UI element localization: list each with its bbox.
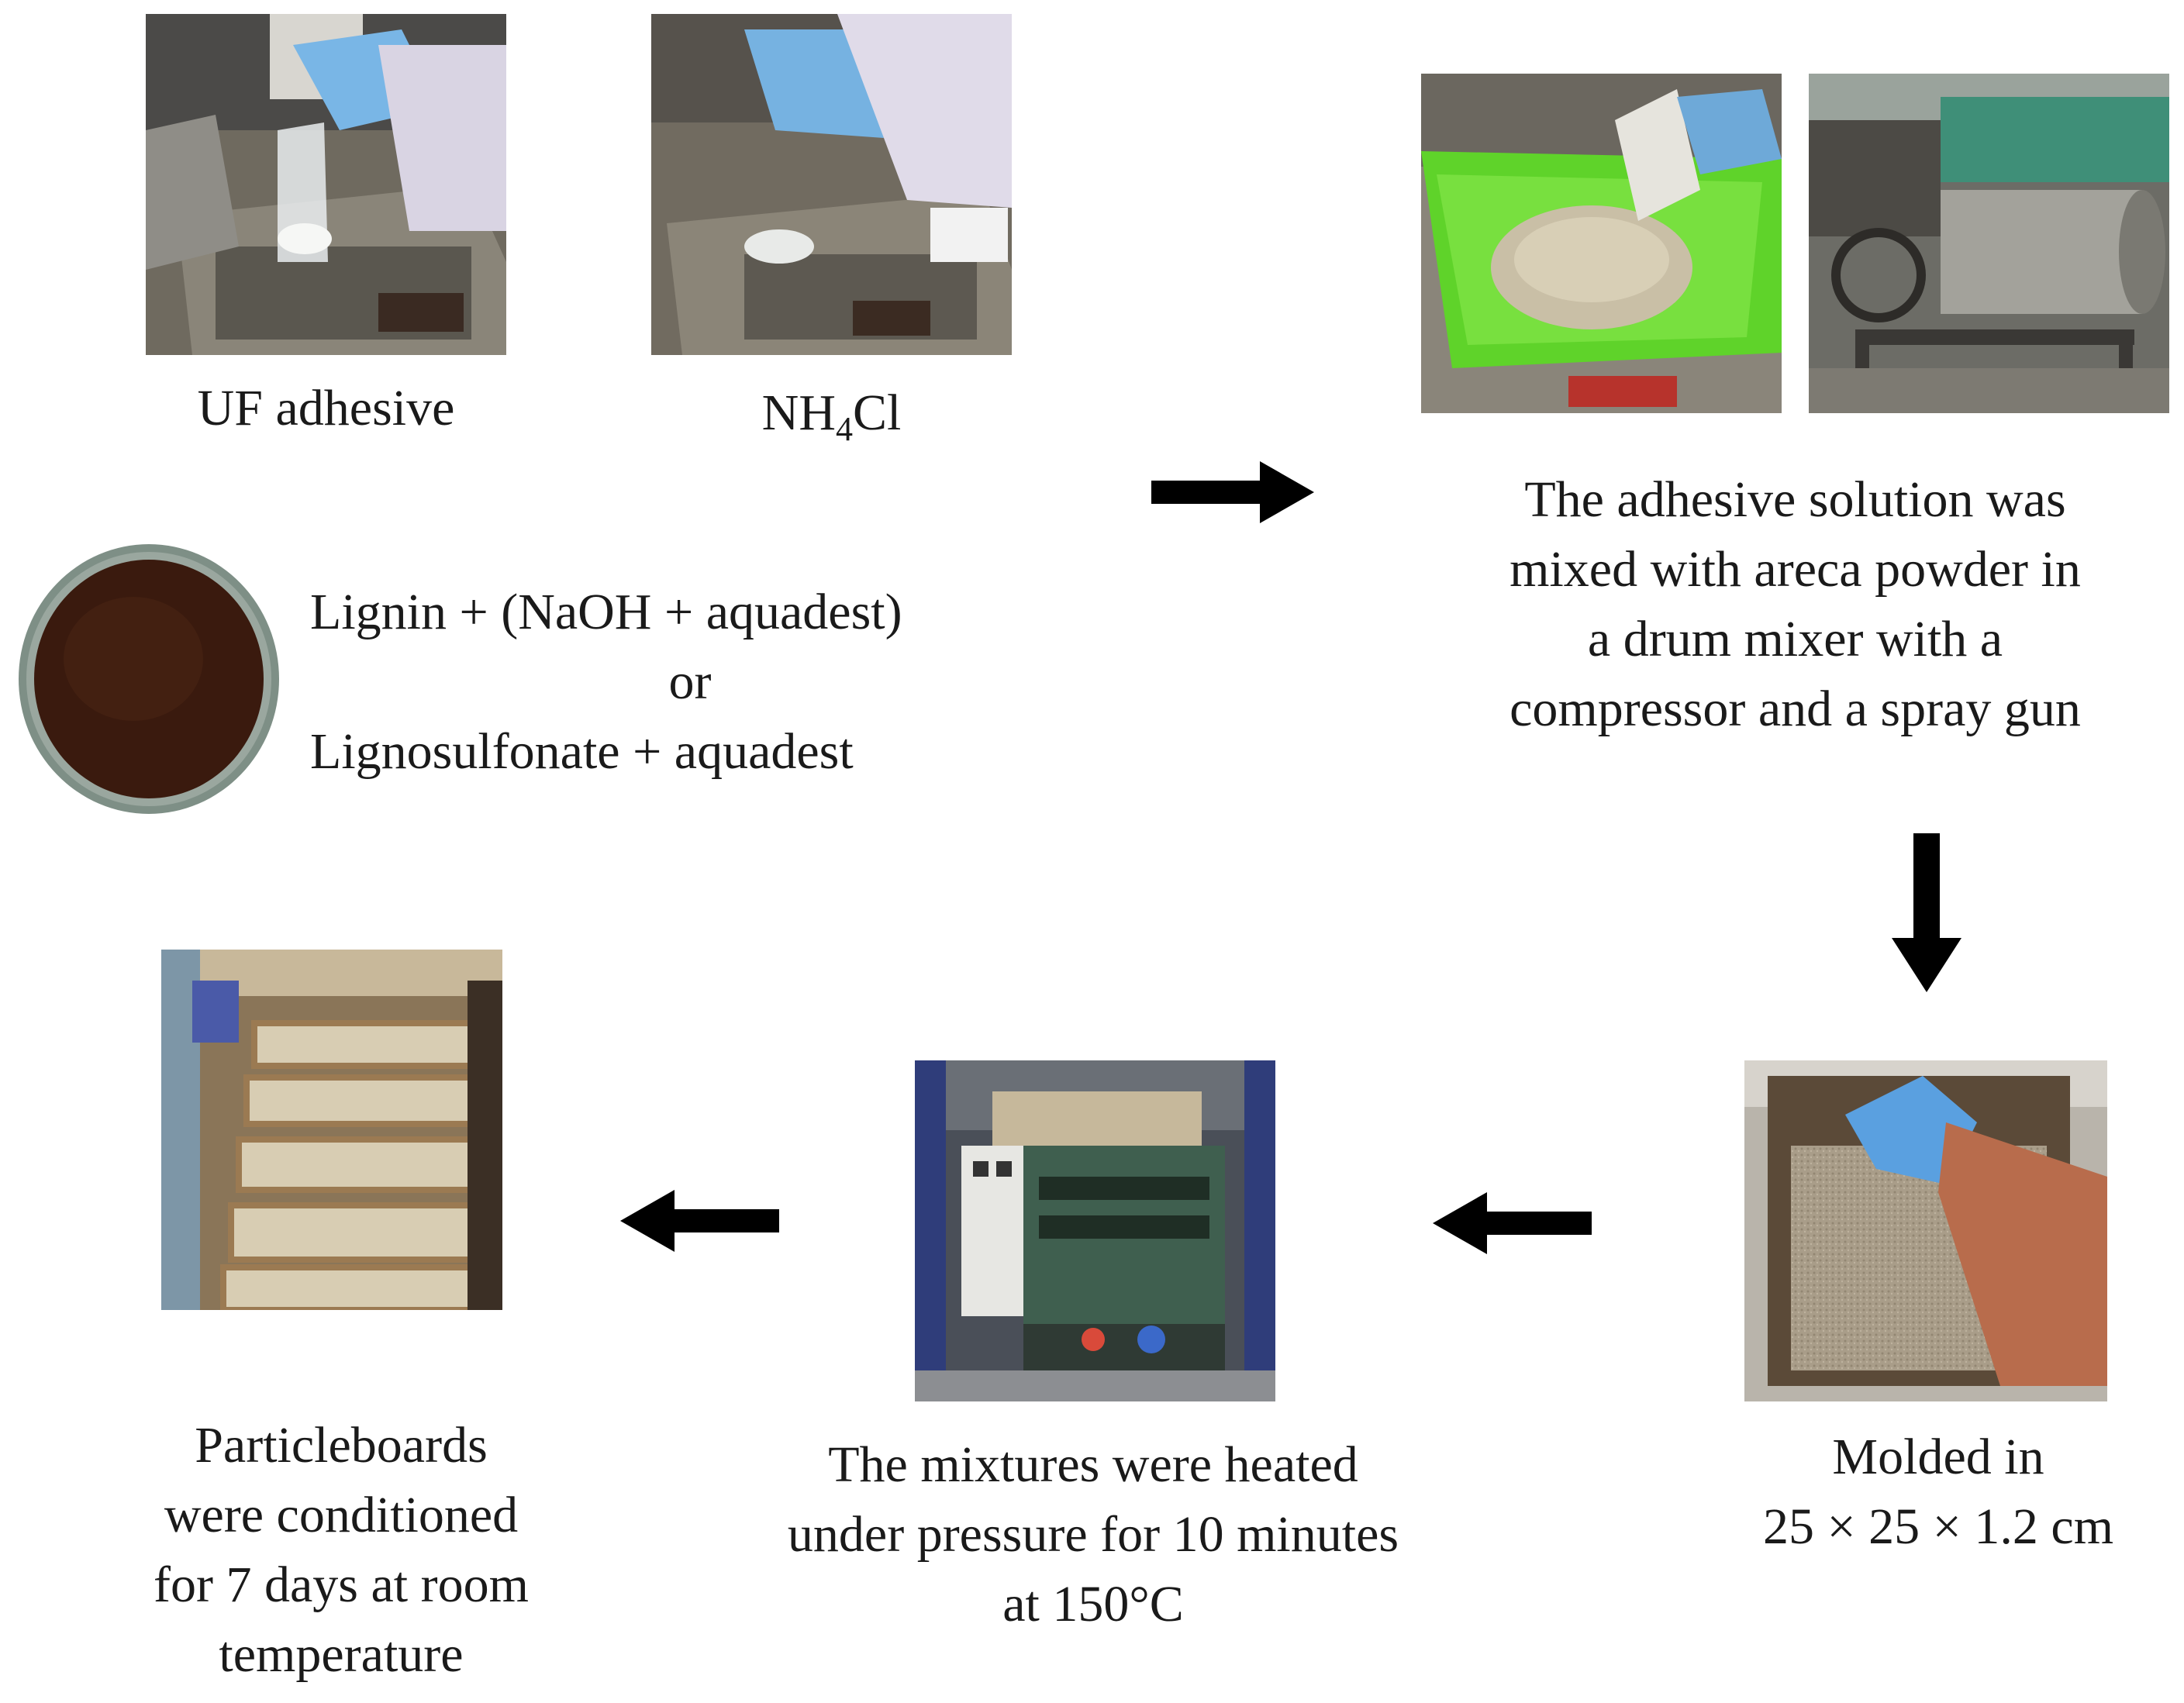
uf-adhesive-label: UF adhesive bbox=[197, 380, 455, 436]
nh4cl-photo bbox=[651, 14, 1012, 355]
arrow-left-icon bbox=[1433, 1192, 1592, 1254]
nh4cl-subscript: 4 bbox=[835, 410, 853, 449]
heat-line-2: under pressure for 10 minutes bbox=[787, 1506, 1399, 1563]
uf-adhesive-photo bbox=[146, 14, 506, 355]
arrow-down-icon bbox=[1892, 833, 1961, 992]
nh4cl-label: NH4Cl bbox=[651, 378, 1012, 464]
mold-line-1: Molded in bbox=[1832, 1429, 2044, 1485]
particleboards-photo bbox=[161, 950, 502, 1310]
cond-line-3: for 7 days at room bbox=[154, 1556, 529, 1613]
cond-line-4: temperature bbox=[219, 1626, 464, 1683]
mix-line-4: compressor and a spray gun bbox=[1509, 681, 2081, 737]
hot-press-photo bbox=[915, 1060, 1275, 1401]
heat-line-3: at 150°C bbox=[1002, 1576, 1184, 1632]
drum-mixer-photo bbox=[1809, 74, 2169, 413]
cond-line-1: Particleboards bbox=[195, 1417, 488, 1474]
nh4cl-suffix: Cl bbox=[852, 384, 902, 441]
mix-line-2: mixed with areca powder in bbox=[1509, 541, 2081, 598]
cond-line-2: were conditioned bbox=[164, 1487, 519, 1543]
mold-line-2: 25 × 25 × 1.2 cm bbox=[1762, 1498, 2114, 1555]
lignin-line-1: Lignin + (NaOH + aquadest) bbox=[310, 584, 902, 640]
mixing-tub-photo bbox=[1421, 74, 1782, 413]
arrow-right-icon bbox=[1151, 461, 1314, 523]
mix-line-3: a drum mixer with a bbox=[1587, 611, 2003, 667]
lignin-line-2: or bbox=[668, 653, 712, 710]
heat-line-1: The mixtures were heated bbox=[828, 1436, 1358, 1493]
mold-box-photo bbox=[1744, 1060, 2107, 1401]
nh4cl-prefix: NH bbox=[761, 384, 836, 441]
arrow-left-icon bbox=[620, 1190, 779, 1252]
mix-line-1: The adhesive solution was bbox=[1524, 471, 2066, 528]
lignin-powder-photo bbox=[17, 543, 281, 815]
lignin-line-3: Lignosulfonate + aquadest bbox=[310, 723, 854, 780]
